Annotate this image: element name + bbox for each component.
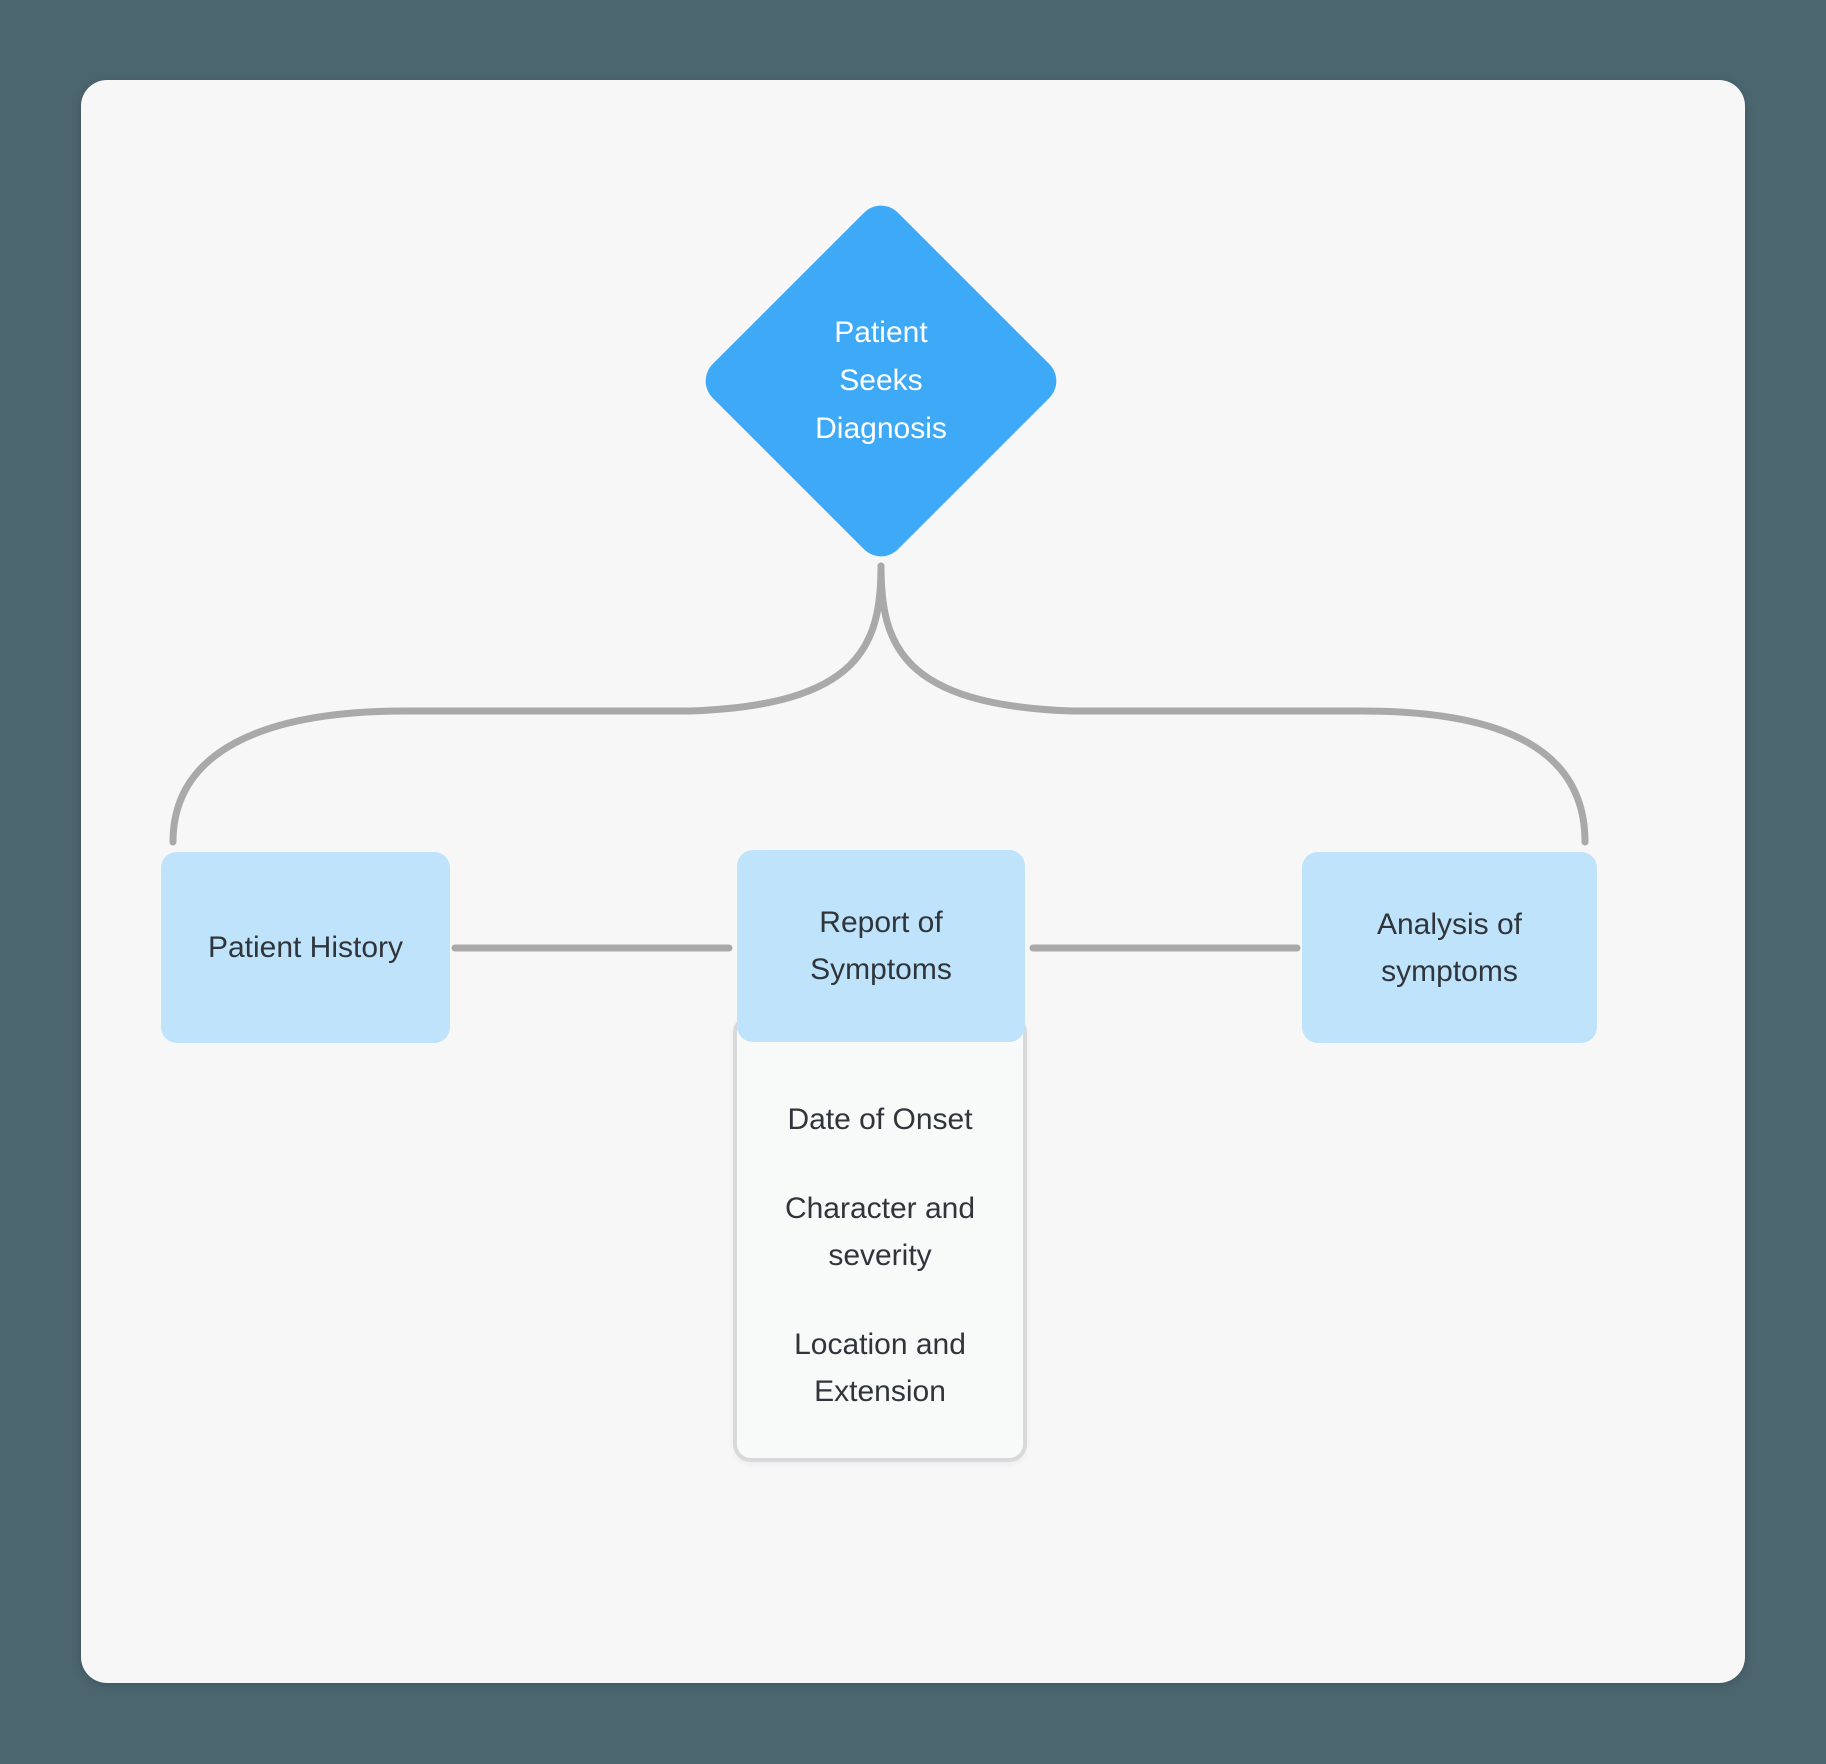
detail-item-character-and-severity: Character and severity xyxy=(784,1192,976,1272)
node-analysis-of-symptoms[interactable]: Analysis of symptoms xyxy=(1302,852,1597,1043)
detail-item-location-and-extension: Location and Extension xyxy=(794,1328,966,1408)
node-patient-seeks-diagnosis[interactable]: Patient Seeks Diagnosis xyxy=(695,195,1067,567)
detail-item-date-of-onset: Date of Onset xyxy=(787,1103,973,1136)
node-report-of-symptoms[interactable]: Report of Symptoms xyxy=(737,850,1025,1042)
node-patient-history[interactable]: Patient History xyxy=(161,852,450,1043)
node-patient-seeks-diagnosis-label: Patient Seeks Diagnosis xyxy=(815,316,947,445)
symptom-details-card[interactable]: Date of Onset Character and severity Loc… xyxy=(733,1015,1027,1462)
